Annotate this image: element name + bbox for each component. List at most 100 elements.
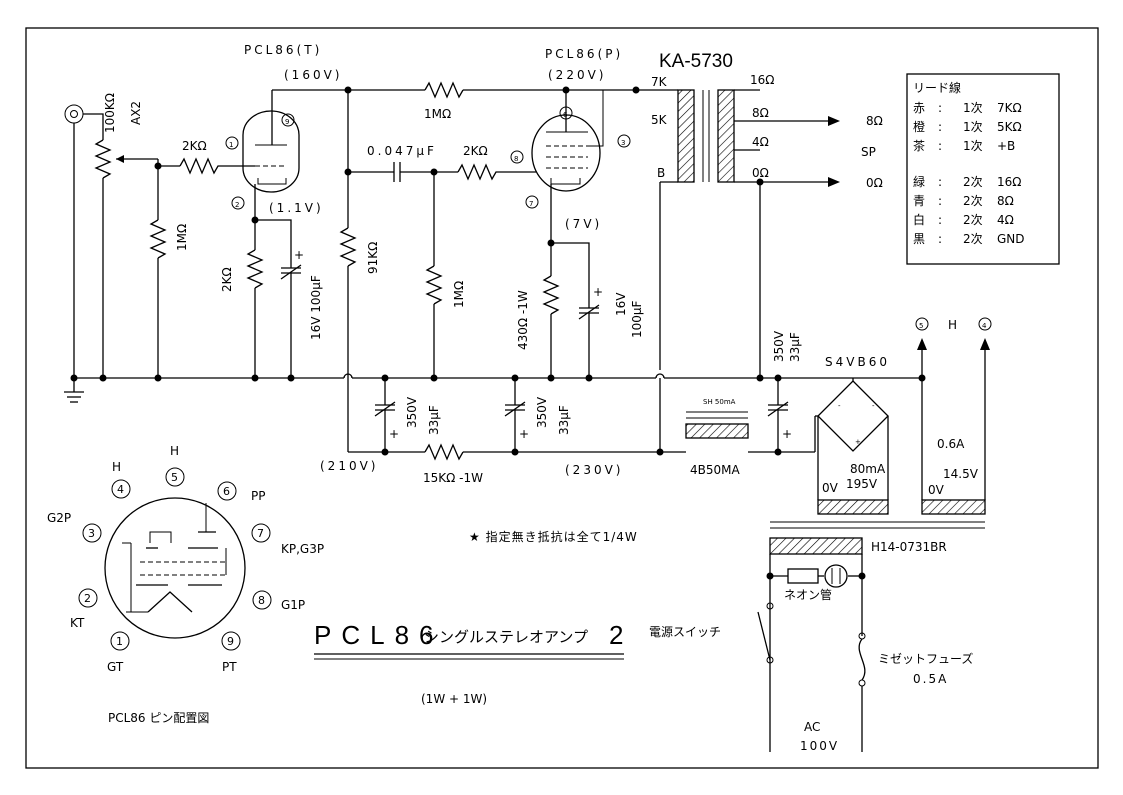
lead-row-sep: : [938,232,942,246]
pin-2-marker [231,196,245,210]
c-ps3-value-2: 33μF [788,332,802,362]
heater-supply [917,338,990,500]
lead-row-sep: : [938,120,942,134]
switch-label: 電源スイッチ [649,625,721,639]
svg-text:+: + [519,427,529,441]
ot-tap-7k: 7K [651,75,668,89]
resistor-r-plate-t [339,172,357,370]
pinout-caption: PCL86 ピン配置図 [108,711,209,725]
r-plate-t-value: 91KΩ [366,242,380,274]
triode-tube-t [238,90,300,220]
capacitor-c-cathode-t: + [280,246,304,378]
pinout-pin4: 4 [117,483,124,496]
power-transformer [769,499,986,752]
tube-p-cathode-voltage: (7V) [565,217,602,231]
pinout-h2: H [170,444,179,458]
lead-row-winding: 1次 [963,139,983,153]
svg-text:-: - [872,402,875,410]
r-ps-value: 15KΩ -1W [423,471,483,485]
pin-8-label: 8 [514,155,518,163]
psu-voltage: 195V [846,477,878,491]
resistor-r-cathode-p [542,243,560,378]
heater-zero: 0V [928,483,945,497]
pinout-pin8: 8 [258,594,265,607]
choke-inductor [685,411,815,453]
lead-row-color: 橙 [913,119,925,134]
lead-row-color: 緑 [913,174,925,189]
tube-t-plate-voltage: (160V) [284,68,342,82]
pin-3-label: 3 [621,139,625,147]
pin-9-marker [281,113,295,127]
power-transformer-model: H14-0731BR [871,540,947,554]
lead-row-value: 8Ω [997,194,1014,208]
pin-9-label: 9 [285,118,289,126]
pinout-gt: GT [107,660,124,674]
c-cathode-t-value: 16V 100μF [309,275,323,340]
svg-text:+: + [855,438,861,446]
rectifier-model: S4VB60 [825,355,890,369]
ac-label: AC [804,720,820,734]
pentode-tube-p [531,89,636,243]
volume-value: 100KΩ [103,93,117,133]
lead-row-color: 黒 [913,232,925,246]
heater-voltage: 14.5V [943,467,979,481]
resistor-note: ★ 指定無き抵抗は全て1/4W [469,529,638,544]
pinout-pin-circles [78,467,272,651]
capacitor-c-coupling [393,162,401,182]
resistor-r-grid-p [457,163,536,181]
lead-row-color: 茶 [913,138,925,153]
pinout-kp-g3p: KP,G3P [281,542,324,556]
pinout-h1: H [112,460,121,474]
lead-row-color: 青 [913,194,925,208]
resistor-r-ps [424,443,464,461]
title-num: 2 [609,620,633,650]
svg-text:+: + [782,427,792,441]
c-ps1-value-2: 33μF [427,405,441,435]
capacitor-c-ps2: + [504,378,529,452]
pinout-diagram [104,497,246,639]
capacitor-c-ps1: + [374,378,399,452]
output-transformer [659,89,840,378]
title-main: PCL86 [314,620,444,650]
bridge-rectifier: - - + [814,378,889,500]
pinout-pin3: 3 [88,527,95,540]
psu-current: 80mA [850,462,886,476]
pinout-g1p: G1P [281,598,305,612]
choke-spec: SH 50mA [703,398,736,406]
lead-row-value: +B [997,139,1015,153]
ot-model: KA-5730 [659,51,733,72]
ot-tap-b: B [657,166,665,180]
svg-text:+: + [593,285,603,299]
r-leak-t-value: 1MΩ [175,224,189,251]
c-coupling-value: 0.047μF [367,144,437,158]
drawing-title: PCL86 シングルステレオアンプ 2 [314,620,633,660]
ot-tap-0: 0Ω [752,166,769,180]
pin-1-label: 1 [229,141,233,149]
lead-row-value: GND [997,232,1025,246]
c-ps2-value-2: 33μF [557,405,571,435]
lead-row-sep: : [938,194,942,208]
heater-h: H [948,318,957,332]
r-cathode-p-value: 430Ω -1W [516,290,530,350]
lead-row-color: 白 [913,212,925,227]
pinout-pin1: 1 [116,635,123,648]
r-feedback-value: 1MΩ [424,107,451,121]
c-cathode-p-value-2: 100μF [630,300,644,338]
r-cathode-t-value: 2KΩ [220,267,234,292]
lead-row-sep: : [938,101,942,115]
resistor-r-leak-p [425,172,443,378]
pin-6-label: 6 [563,111,568,119]
pinout-pin6: 6 [223,485,230,498]
resistor-r-feedback [424,81,464,99]
speaker-0: 0Ω [866,176,883,190]
lead-row-winding: 1次 [963,120,983,134]
psu-zero: 0V [822,481,839,495]
tube-p-plate-voltage: (220V) [548,68,606,82]
pin-7-label: 7 [529,200,533,208]
lead-table-title: リード線 [913,80,961,95]
volume-type: AX2 [129,101,143,125]
capacitor-c-cathode-p: + [578,285,603,378]
heater-current: 0.6A [937,437,965,451]
ot-tap-5k: 5K [651,113,668,127]
